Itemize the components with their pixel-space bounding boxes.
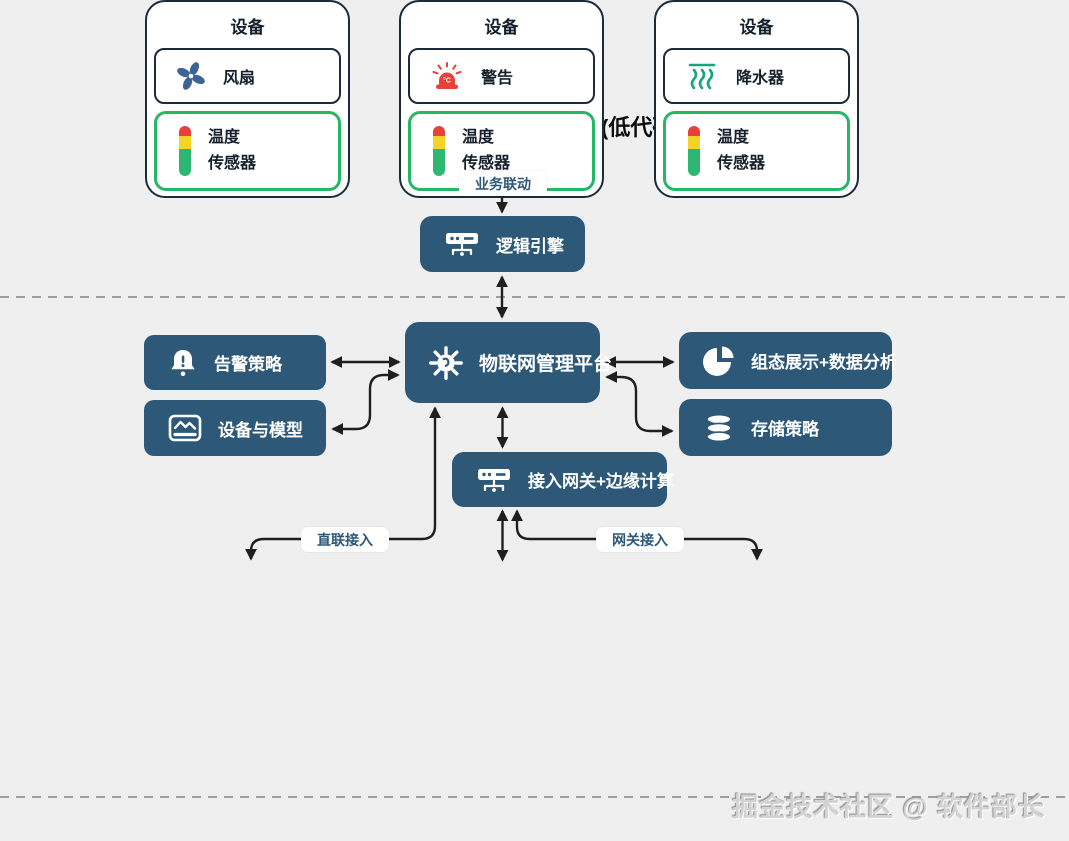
device-item-label: 警告 bbox=[481, 70, 514, 87]
sensor-label-line2: 传感器 bbox=[208, 155, 257, 172]
platform-node: 物联网管理平台 bbox=[405, 322, 612, 403]
fan-icon bbox=[177, 62, 205, 90]
temperature-bar-icon bbox=[688, 126, 700, 176]
direct-access-label: 直联接入 bbox=[301, 527, 389, 552]
device-card-fan: 设备 风扇 温度 传感器 bbox=[145, 0, 350, 198]
device-title: 设备 bbox=[230, 18, 265, 37]
device-item-sprinkler: 降水器 bbox=[663, 48, 850, 104]
alarm-bell-icon bbox=[171, 349, 195, 376]
device-item-fan: 风扇 bbox=[154, 48, 341, 104]
sensor-label-line1: 温度 bbox=[208, 128, 241, 146]
iot-gear-burst-icon bbox=[429, 345, 463, 380]
gateway-node: 接入网关+边缘计算 bbox=[452, 452, 674, 507]
device-sensor-temperature: 温度 传感器 bbox=[154, 111, 341, 191]
device-title: 设备 bbox=[739, 18, 774, 37]
logic-engine-label: 逻辑引擎 bbox=[496, 236, 564, 256]
logic-engine-node: 逻辑引擎 bbox=[420, 216, 585, 272]
alarm-policy-label: 告警策略 bbox=[214, 355, 282, 374]
siren-icon-text: °C bbox=[443, 77, 451, 85]
pie-chart-icon bbox=[703, 346, 734, 376]
platform-label: 物联网管理平台 bbox=[479, 354, 613, 375]
gateway-access-label: 网关接入 bbox=[596, 527, 684, 552]
business-link-label: 业务联动 bbox=[459, 171, 547, 196]
sensor-label-line1: 温度 bbox=[717, 128, 750, 146]
device-card-sprinkler: 设备 降水器 温度 传感器 bbox=[654, 0, 859, 198]
temperature-bar-icon bbox=[433, 126, 445, 176]
siren-icon: °C bbox=[432, 62, 462, 89]
device-sensor-temperature: 温度 传感器 bbox=[663, 111, 850, 191]
visualization-label: 组态展示+数据分析 bbox=[751, 353, 897, 372]
storage-policy-label: 存储策略 bbox=[751, 420, 819, 439]
device-sensor-temperature: 温度 传感器 bbox=[408, 111, 595, 191]
temperature-bar-icon bbox=[179, 126, 191, 176]
router-icon bbox=[446, 233, 478, 256]
watermark: 掘金技术社区 @ 软件部长 bbox=[732, 792, 1045, 822]
sprinkler-icon bbox=[688, 63, 716, 90]
device-card-alarm: 设备 °C 警告 温度 传感器 bbox=[399, 0, 604, 198]
device-title: 设备 bbox=[484, 18, 519, 37]
alarm-policy-node: 告警策略 bbox=[144, 335, 326, 390]
device-model-node: 设备与模型 bbox=[144, 400, 326, 456]
device-item-alarm: °C 警告 bbox=[408, 48, 595, 104]
device-item-label: 风扇 bbox=[223, 70, 256, 87]
gateway-label: 接入网关+边缘计算 bbox=[528, 472, 674, 491]
database-icon bbox=[706, 413, 732, 442]
device-model-icon bbox=[168, 414, 202, 442]
storage-policy-node: 存储策略 bbox=[679, 399, 892, 456]
device-model-label: 设备与模型 bbox=[218, 420, 303, 440]
visualization-node: 组态展示+数据分析 bbox=[679, 332, 897, 389]
sensor-label-line2: 传感器 bbox=[717, 155, 766, 172]
router-icon bbox=[478, 468, 510, 492]
layer-divider-dashed-lines bbox=[0, 296, 1069, 798]
device-item-label: 降水器 bbox=[736, 70, 785, 87]
sensor-label-line1: 温度 bbox=[462, 128, 495, 146]
